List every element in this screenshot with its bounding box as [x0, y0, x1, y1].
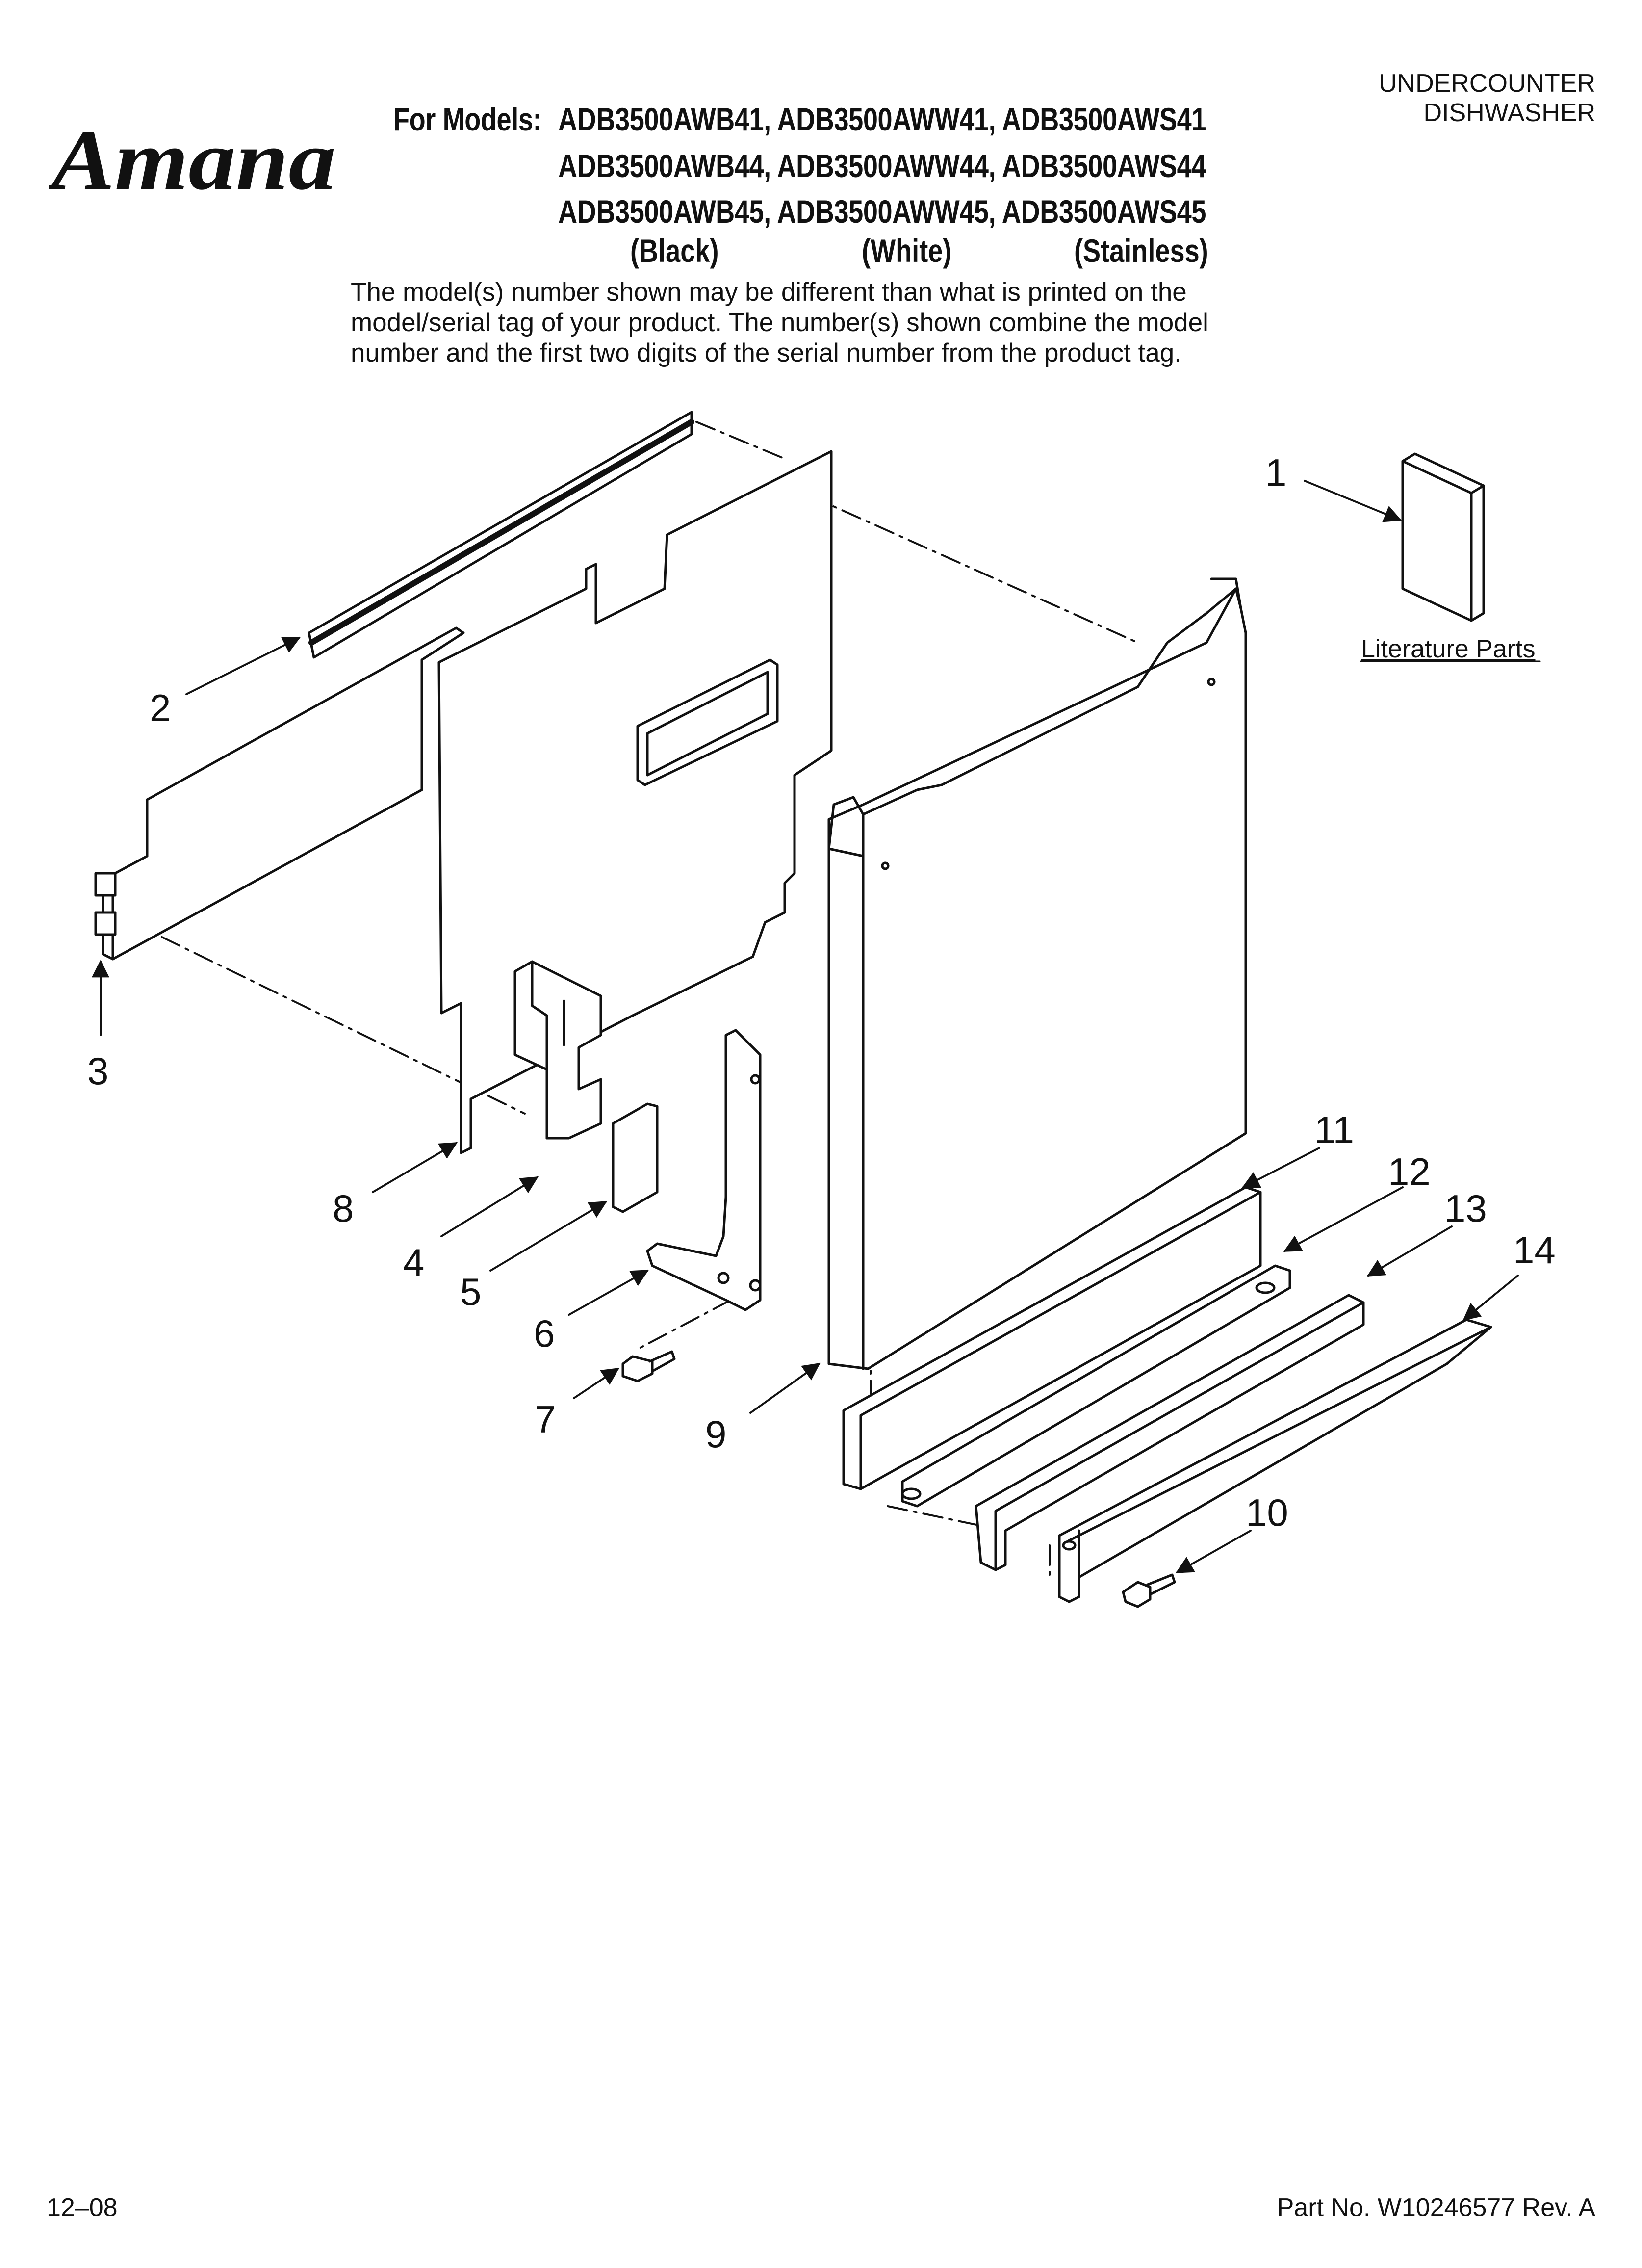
disclaimer-line-3: number and the first two digits of the s…: [351, 339, 1181, 367]
callout-14: 14: [1513, 1228, 1556, 1272]
models-row-2: ADB3500AWB44, ADB3500AWW44, ADB3500AWS44: [558, 148, 1206, 184]
callout-6: 6: [534, 1312, 555, 1355]
disclaimer-line-1: The model(s) number shown may be differe…: [351, 278, 1187, 307]
callout-3: 3: [87, 1049, 108, 1093]
models-row-1: ADB3500AWB41, ADB3500AWW41, ADB3500AWS41: [558, 101, 1206, 137]
literature-parts-label: Literature Parts: [1361, 635, 1536, 663]
part-12-strip: [901, 1264, 1291, 1508]
part-4-bracket: [513, 960, 602, 1140]
callout-7: 7: [535, 1398, 556, 1441]
revision-date: 12–08: [47, 2193, 118, 2222]
part-7-screw: [621, 1350, 676, 1382]
callout-9: 9: [705, 1412, 726, 1456]
category-line-1: UNDERCOUNTER: [1379, 69, 1595, 98]
part-13-channel: [975, 1294, 1365, 1571]
callout-2: 2: [150, 686, 171, 730]
part-10-screw: [1122, 1573, 1176, 1608]
callout-13: 13: [1444, 1187, 1487, 1230]
callout-5: 5: [460, 1270, 481, 1313]
part-8-inner-panel: [437, 450, 833, 1154]
callout-1: 1: [1265, 451, 1286, 494]
amana-logo: Amana: [49, 112, 336, 208]
callout-4: 4: [403, 1241, 424, 1284]
models-prefix: For Models:: [393, 101, 542, 137]
model-disclaimer: The model(s) number shown may be differe…: [351, 277, 1332, 368]
part-6-hinge-bracket: [646, 1029, 762, 1311]
callout-10: 10: [1246, 1491, 1288, 1534]
disclaimer-line-2: model/serial tag of your product. The nu…: [351, 308, 1208, 337]
part-3-rail: [94, 626, 465, 961]
part-1-literature: [1401, 452, 1485, 622]
callout-11: 11: [1314, 1108, 1354, 1151]
part-5-pad: [612, 1102, 659, 1213]
color-white: (White): [862, 233, 952, 269]
callout-12: 12: [1388, 1150, 1431, 1193]
callout-8: 8: [333, 1187, 354, 1230]
brand-wordmark: Amana: [49, 112, 336, 208]
part-2-gasket-strip: [308, 411, 694, 659]
color-stainless: (Stainless): [1074, 233, 1208, 269]
leader-arrows: [92, 480, 1519, 1573]
category-line-2: DISHWASHER: [1423, 99, 1595, 127]
part-14-toe-panel: [1058, 1318, 1492, 1603]
part-9-door-panel: [827, 577, 1247, 1370]
part-number: Part No. W10246577 Rev. A: [1277, 2193, 1595, 2222]
models-row-3: ADB3500AWB45, ADB3500AWW45, ADB3500AWS45: [558, 193, 1206, 230]
color-black: (Black): [630, 233, 719, 269]
